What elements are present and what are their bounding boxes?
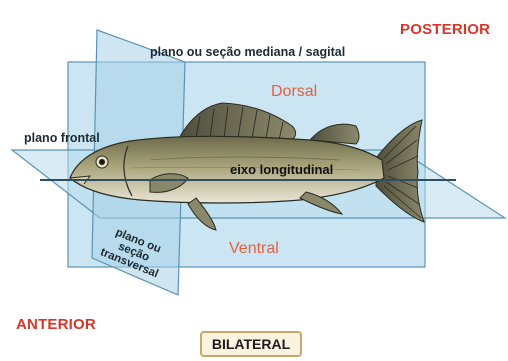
anterior-label: ANTERIOR <box>16 316 96 333</box>
frontal-plane-label: plano frontal <box>24 131 100 145</box>
longitudinal-axis-label: eixo longitudinal <box>230 162 333 177</box>
ventral-label: Ventral <box>229 240 279 258</box>
posterior-label: POSTERIOR <box>400 21 490 38</box>
bilateral-badge: BILATERAL <box>200 331 302 357</box>
dorsal-label: Dorsal <box>271 83 317 101</box>
sagittal-plane-label: plano ou seção mediana / sagital <box>150 45 345 59</box>
